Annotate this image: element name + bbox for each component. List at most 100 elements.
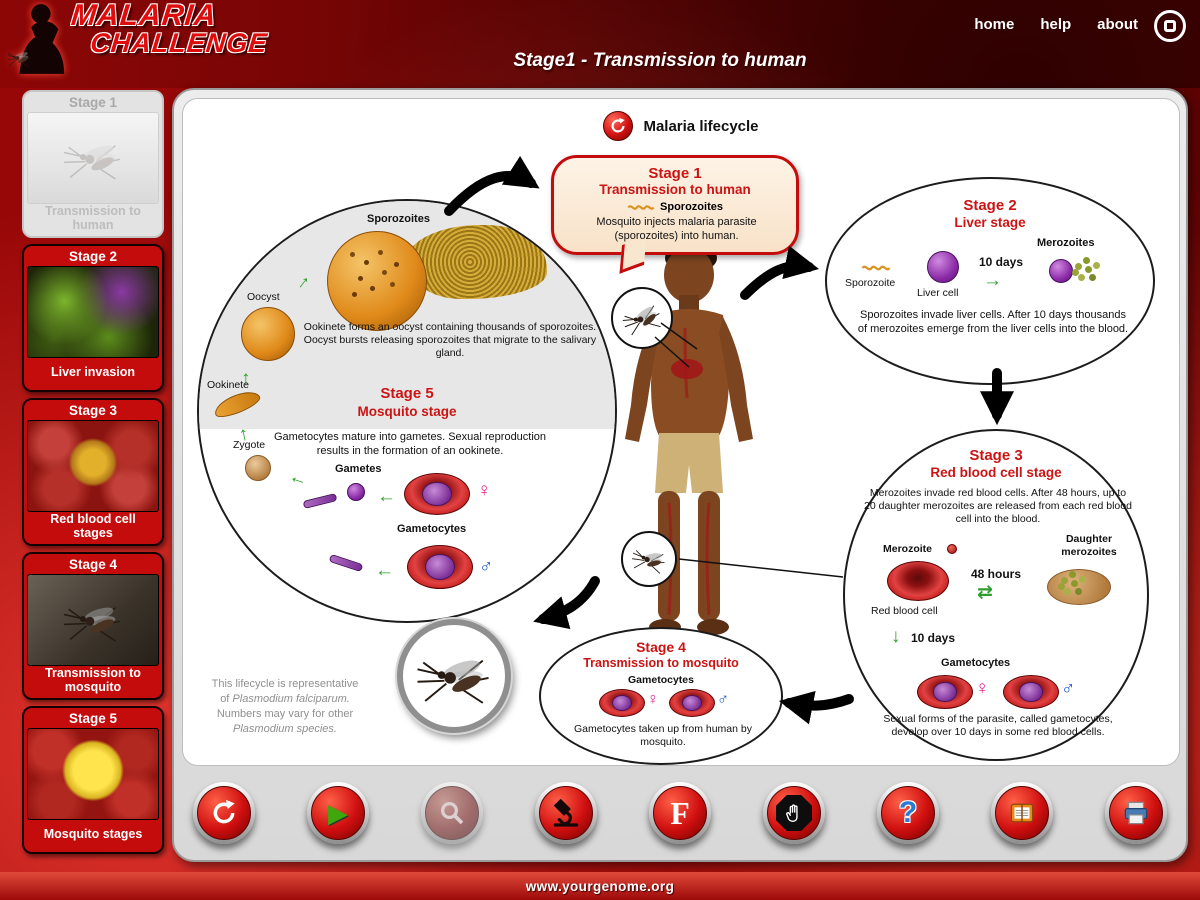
question-icon: ? xyxy=(898,796,918,829)
merozoite-dot-icon xyxy=(947,544,957,554)
help-button[interactable]: ? xyxy=(877,782,939,844)
stage-card-header: Stage 4 xyxy=(68,557,118,572)
lifecycle-diagram: Malaria lifecycle xyxy=(182,98,1180,766)
diagram-title: Malaria lifecycle xyxy=(643,117,759,135)
toolbar: ▶ xyxy=(174,782,1186,844)
microscope-icon xyxy=(553,798,579,827)
stage-card-header: Stage 5 xyxy=(68,711,118,726)
zoom-button[interactable] xyxy=(421,782,483,844)
oocyst-label: Oocyst xyxy=(247,291,280,303)
stage1-region[interactable]: Stage 1 Transmission to human Sporozoite… xyxy=(551,155,799,274)
stage-card-label: Transmission to human xyxy=(45,204,141,232)
green-arrow-icon: ← xyxy=(377,486,396,507)
sporozoites-label: Sporozoites xyxy=(660,201,723,213)
stage4-region[interactable]: Stage 4 Transmission to mosquito Gametoc… xyxy=(539,627,783,765)
gametes-label: Gametes xyxy=(335,463,382,475)
main-panel: Malaria lifecycle xyxy=(172,88,1188,862)
red-blood-cell-icon xyxy=(887,561,949,601)
stage4-thumbnail xyxy=(27,574,159,666)
stage1-heading: Stage 1 xyxy=(648,165,702,182)
sidebar-stage-2[interactable]: Stage 2 Liver invasion xyxy=(22,244,164,392)
stop-octagon-icon xyxy=(776,795,812,831)
mosquito-icon xyxy=(46,120,140,196)
microscope-button[interactable] xyxy=(535,782,597,844)
stage2-body: Sporozoites invade liver cells. After 10… xyxy=(857,309,1129,335)
leg-mosquito-circle xyxy=(621,531,677,587)
footer-url: www.yourgenome.org xyxy=(525,878,675,894)
app-logo: MALARIA CHALLENGE xyxy=(8,0,270,76)
merozoite-cluster-icon xyxy=(1049,259,1073,283)
ookinete-label: Ookinete xyxy=(207,379,250,391)
stage4-subheading: Transmission to mosquito xyxy=(583,656,739,670)
facts-icon: F xyxy=(670,794,690,831)
sporozoite-icon xyxy=(861,263,891,273)
header: MALARIA CHALLENGE Stage1 - Transmission … xyxy=(0,0,1200,88)
merozoite-label: Merozoite xyxy=(883,543,933,555)
male-symbol: ♂ xyxy=(479,556,494,577)
fortyeight-hours-label: 48 hours xyxy=(971,567,1022,581)
nav-about[interactable]: about xyxy=(1097,16,1138,33)
gamete-worm-icon xyxy=(302,493,338,509)
sidebar-stage-4[interactable]: Stage 4 Transmission to mosquito xyxy=(22,552,164,700)
note-line3: Numbers may vary for other xyxy=(216,707,354,720)
female-symbol: ♀ xyxy=(647,691,659,708)
stage3-heading: Stage 3 xyxy=(969,447,1023,464)
stage3-body2: Sexual forms of the parasite, called gam… xyxy=(883,713,1113,739)
gametocytes-label: Gametocytes xyxy=(941,657,1011,669)
fullscreen-toggle-button[interactable] xyxy=(1154,10,1186,42)
lifecycle-icon xyxy=(208,797,240,829)
zygote-icon xyxy=(245,455,271,481)
stage1-thumbnail xyxy=(27,112,159,204)
green-arrow-icon: ← xyxy=(375,560,394,581)
stage2-subheading: Liver stage xyxy=(954,215,1026,230)
sporozoite-label: Sporozoite xyxy=(845,277,896,289)
page-title: Stage1 - Transmission to human xyxy=(513,50,807,71)
stage2-region[interactable]: Stage 2 Liver stage Sporozoite Liver cel… xyxy=(825,177,1155,385)
gametocytes-label: Gametocytes xyxy=(628,674,694,686)
male-symbol: ♂ xyxy=(1061,678,1076,699)
green-arrow-icon: ← xyxy=(286,465,311,492)
notebook-icon xyxy=(1010,803,1034,823)
gametocyte-cell-icon xyxy=(669,689,715,717)
green-arrow-icon: ↓ xyxy=(891,626,901,647)
liver-cell-icon xyxy=(927,251,959,283)
mosquito-icon xyxy=(46,582,140,658)
sidebar-stage-5[interactable]: Stage 5 Mosquito stages xyxy=(22,706,164,854)
stage-card-header: Stage 1 xyxy=(68,95,118,110)
stage1-body: Mosquito injects malaria parasite (sporo… xyxy=(596,216,757,242)
main-nav: home help about xyxy=(974,16,1138,33)
print-button[interactable] xyxy=(1105,782,1167,844)
merozoites-label: Merozoites xyxy=(1037,237,1095,249)
stage1-subheading: Transmission to human xyxy=(599,182,751,197)
notebook-button[interactable] xyxy=(991,782,1053,844)
ten-days-label: 10 days xyxy=(911,631,956,645)
sporozoite-icon xyxy=(627,203,655,212)
mosquito-icon xyxy=(611,287,673,349)
stage5-body-top: Ookinete forms an oocyst containing thou… xyxy=(303,321,597,360)
stage5-region[interactable]: Sporozoites ↑ Oocyst ↑ Ookinete ↑ Zygote… xyxy=(197,199,617,623)
sidebar-stage-3[interactable]: Stage 3 Red blood cell stages xyxy=(22,398,164,546)
stage2-thumbnail xyxy=(27,266,159,358)
lifecycle-icon xyxy=(603,111,634,141)
facts-button[interactable]: F xyxy=(649,782,711,844)
silhouette-icon xyxy=(8,4,65,74)
stop-button[interactable] xyxy=(763,782,825,844)
stage5-heading: Stage 5 xyxy=(380,385,434,402)
stage3-region[interactable]: Stage 3 Red blood cell stage Merozoites … xyxy=(843,429,1149,761)
mosquito-magnifier-circle xyxy=(397,619,511,733)
gamete-icon xyxy=(347,483,365,501)
lifecycle-button[interactable] xyxy=(193,782,255,844)
oocyst-large-icon xyxy=(327,231,427,331)
daughter-merozoites-label: Daughter merozoites xyxy=(1061,533,1117,559)
note-species1: Plasmodium falciparum. xyxy=(232,692,350,705)
nav-home[interactable]: home xyxy=(974,16,1015,33)
sporozoites-label: Sporozoites xyxy=(367,213,430,225)
printer-icon xyxy=(1124,801,1148,825)
stage-card-header: Stage 2 xyxy=(68,249,118,264)
gametocyte-cell-icon xyxy=(917,675,973,709)
play-button[interactable]: ▶ xyxy=(307,782,369,844)
nav-help[interactable]: help xyxy=(1040,16,1072,33)
logo-line2: CHALLENGE xyxy=(89,27,270,58)
sidebar-stage-1[interactable]: Stage 1 Transmission to human xyxy=(22,90,164,238)
